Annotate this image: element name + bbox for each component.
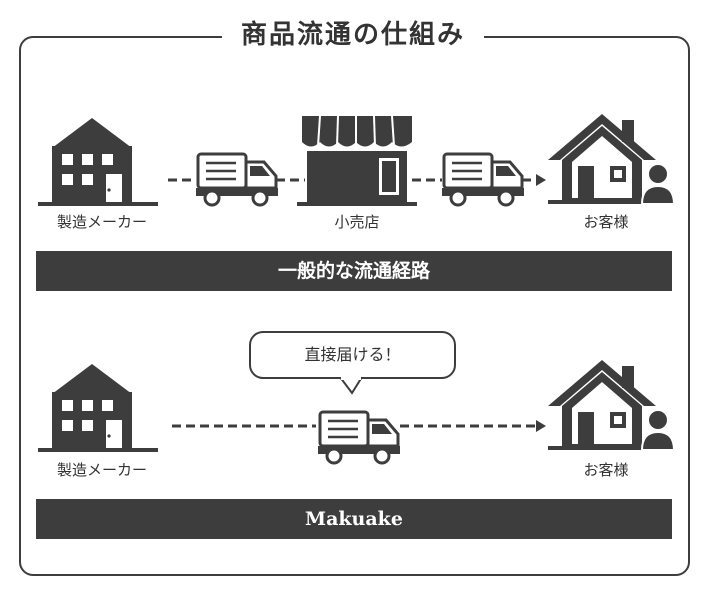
customer-label: お客様: [583, 213, 629, 231]
truck-icon: [440, 152, 526, 207]
factory-icon: [38, 118, 158, 206]
truck-icon: [194, 152, 280, 207]
truck-icon: [316, 410, 402, 465]
customer-label: お客様: [583, 461, 629, 479]
speech-bubble: 直接届ける！: [249, 331, 456, 379]
retail-label: 小売店: [334, 213, 380, 231]
person-icon: [641, 409, 675, 451]
bubble-tail-mask: [341, 376, 361, 380]
person-icon: [641, 163, 675, 205]
diagram-title: 商品流通の仕組み: [222, 17, 484, 53]
arrow-icon: [536, 420, 546, 432]
maker-label: 製造メーカー: [56, 213, 147, 231]
general-route-bar: 一般的な流通経路: [36, 251, 672, 291]
house-icon: [548, 360, 656, 450]
house-icon: [548, 114, 656, 204]
store-icon: [297, 115, 417, 206]
factory-icon: [38, 364, 158, 452]
maker-label: 製造メーカー: [56, 461, 147, 479]
arrow-icon: [536, 174, 546, 186]
makuake-bar: Makuake: [36, 499, 672, 539]
